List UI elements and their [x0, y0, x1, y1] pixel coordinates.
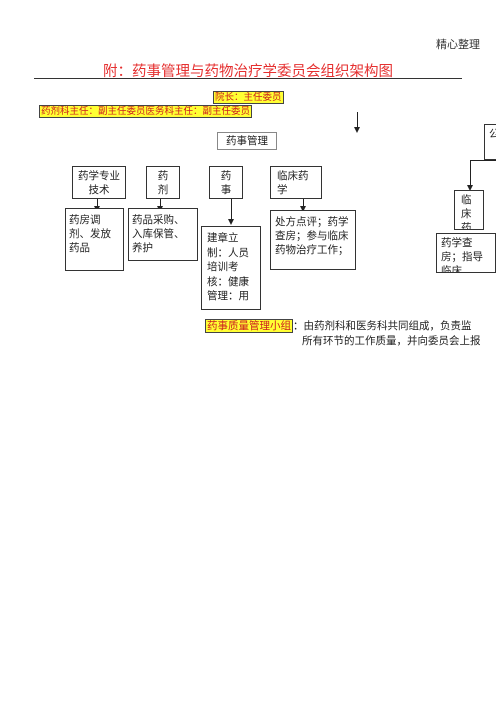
title-divider: [34, 78, 462, 79]
org-box-partial-rounds: 药学查房；指导临床: [436, 233, 496, 273]
directors-label: 药剂科主任：副主任委员医务科主任：副主任委员: [39, 105, 253, 118]
connector-arrow-icon: [300, 199, 306, 212]
org-box-affairs: 药事: [209, 166, 243, 199]
org-box-procurement: 药品采购、入库保管、养护: [128, 208, 198, 261]
connector-arrow-icon: [94, 199, 100, 212]
arrow-down-icon: [354, 112, 360, 133]
org-box-clinical-pharmacy: 临床药学: [270, 166, 322, 199]
quality-group-label: 药事质量管理小组: [205, 319, 293, 333]
org-box-prescription-review: 处方点评；药学查房；参与临床药物治疗工作；: [270, 210, 356, 270]
quality-group-line1: 药事质量管理小组：由药剂科和医务科共同组成，负责监: [205, 318, 472, 333]
org-box-pharmacy-tech: 药学专业技术: [72, 166, 126, 199]
connector-arrow-icon: [157, 199, 163, 212]
org-box-partial-top: 公: [484, 124, 496, 160]
org-box-regulations: 建章立制：人员培训考核：健康管理：用: [201, 226, 261, 310]
org-box-dispensing: 药房调剂、发放药品: [65, 208, 124, 271]
dean-label: 院长：主任委员: [213, 91, 284, 104]
header-corner-text: 精心整理: [436, 38, 480, 51]
org-box-pharmacy: 药剂: [146, 166, 180, 199]
connector-arrow-icon: [467, 160, 473, 191]
page-title: 附：药事管理与药物治疗学委员会组织架构图: [103, 64, 393, 80]
quality-group-desc2: 所有环节的工作质量，并向委员会上报: [302, 335, 481, 347]
quality-group-desc1: ：由药剂科和医务科共同组成，负责监: [293, 320, 472, 332]
connector-line: [470, 160, 496, 161]
org-box-partial-clinical: 临床药: [454, 190, 484, 230]
connector-arrow-icon: [228, 199, 234, 225]
committee-box: 药事管理: [217, 132, 277, 150]
